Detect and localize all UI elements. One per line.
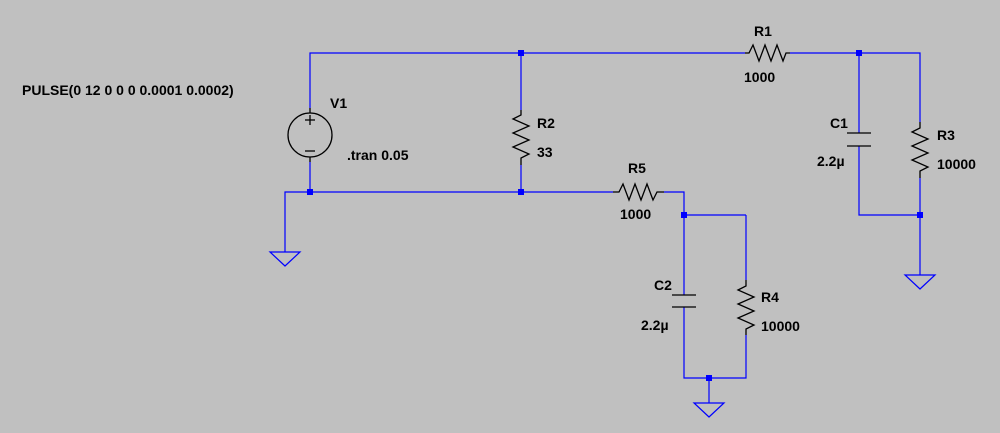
- pulse-spec-label[interactable]: PULSE(0 12 0 0 0 0.0001 0.0002): [22, 82, 234, 98]
- resistor-r4[interactable]: [736, 280, 756, 335]
- ground-symbol-left[interactable]: [268, 251, 302, 267]
- ground-icon: [268, 251, 302, 267]
- tran-directive-label[interactable]: .tran 0.05: [347, 147, 409, 163]
- voltage-source-icon: [287, 112, 333, 158]
- r1-value-label[interactable]: 1000: [744, 69, 775, 85]
- resistor-r3[interactable]: [910, 122, 930, 178]
- wire-r5-right: [664, 191, 685, 215]
- r3-name-label[interactable]: R3: [937, 127, 955, 143]
- wire-c2-bottom: [683, 307, 747, 379]
- wire-gnd1: [284, 191, 310, 252]
- resistor-icon: [613, 182, 664, 202]
- r3-value-label[interactable]: 10000: [937, 156, 976, 172]
- capacitor-c1[interactable]: [847, 132, 871, 147]
- resistor-icon: [736, 280, 756, 335]
- junction-dot: [518, 189, 524, 195]
- c2-name-label[interactable]: C2: [654, 277, 672, 293]
- wires: [284, 52, 921, 403]
- resistor-icon: [745, 43, 790, 63]
- junction-dot: [518, 50, 524, 56]
- r5-value-label[interactable]: 1000: [620, 206, 651, 222]
- r1-name-label[interactable]: R1: [754, 23, 772, 39]
- wire-top-left: [309, 52, 745, 108]
- resistor-icon: [910, 122, 930, 178]
- v1-name-label[interactable]: V1: [330, 95, 347, 111]
- wire-c1-bottom: [858, 146, 920, 216]
- resistor-r1[interactable]: [745, 43, 790, 63]
- capacitor-c2[interactable]: [672, 294, 696, 308]
- junctions: [307, 50, 923, 381]
- c1-value-label[interactable]: 2.2µ: [817, 153, 845, 169]
- r2-value-label[interactable]: 33: [537, 144, 553, 160]
- junction-dot: [917, 212, 923, 218]
- ground-symbol-bottom[interactable]: [692, 402, 726, 418]
- r4-name-label[interactable]: R4: [761, 289, 779, 305]
- r2-name-label[interactable]: R2: [537, 115, 555, 131]
- ground-icon: [692, 402, 726, 418]
- c1-name-label[interactable]: C1: [830, 115, 848, 131]
- resistor-r5[interactable]: [613, 182, 664, 202]
- voltage-source-v1[interactable]: [287, 108, 333, 162]
- r5-name-label[interactable]: R5: [628, 160, 646, 176]
- r4-value-label[interactable]: 10000: [761, 318, 800, 334]
- junction-dot: [856, 50, 862, 56]
- resistor-icon: [511, 110, 531, 165]
- resistor-r2[interactable]: [511, 110, 531, 165]
- junction-dot: [307, 189, 313, 195]
- wire-top-right: [790, 52, 921, 122]
- c2-value-label[interactable]: 2.2µ: [641, 317, 669, 333]
- ground-symbol-right[interactable]: [903, 274, 937, 290]
- ground-icon: [903, 274, 937, 290]
- junction-dot: [706, 375, 712, 381]
- junction-dot: [681, 212, 687, 218]
